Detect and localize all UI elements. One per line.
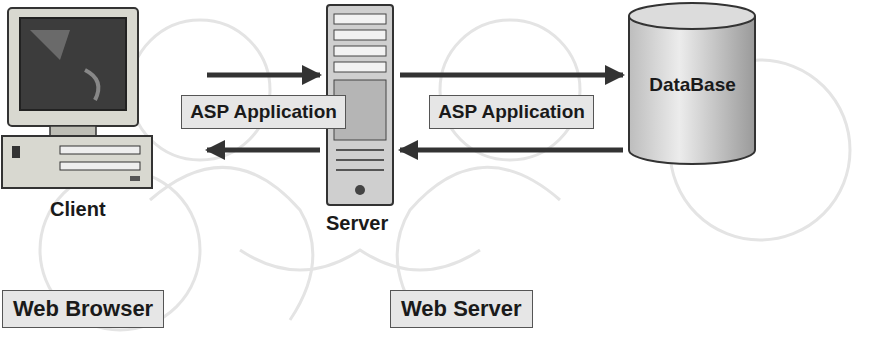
edge-label: ASP Application [429, 95, 594, 129]
client-computer: Client [0, 0, 205, 235]
node-label: Server [326, 212, 388, 235]
database-cylinder: DataBase [625, 0, 760, 168]
flow-arrow [400, 148, 623, 153]
tier-label: Web Browser [13, 296, 153, 322]
tier-box: Web Server [390, 290, 533, 328]
edge-label: ASP Application [181, 95, 346, 129]
tier-label: Web Server [401, 296, 522, 322]
client-illustration [0, 0, 205, 210]
tier-box: Web Browser [2, 290, 164, 328]
flow-arrow [400, 73, 623, 78]
node-label: Client [50, 198, 106, 221]
node-label: DataBase [649, 74, 736, 96]
flow-arrow [207, 73, 320, 78]
flow-arrow [207, 148, 320, 153]
